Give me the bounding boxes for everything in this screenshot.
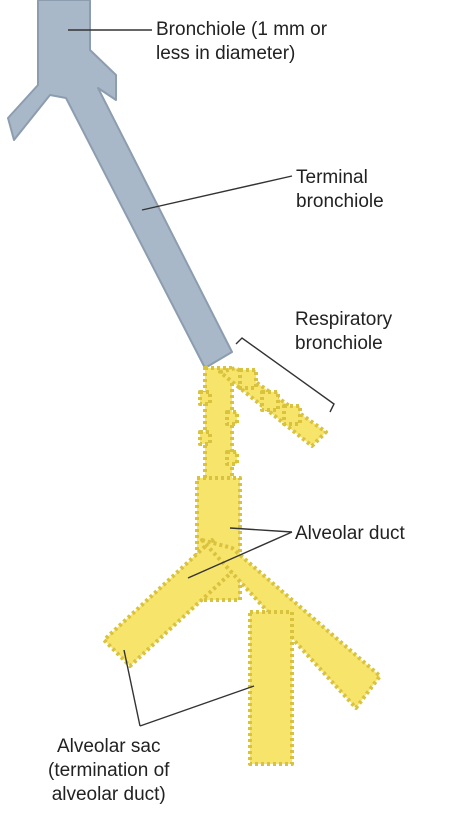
leader-sac-2	[140, 686, 254, 726]
leader-terminal	[142, 176, 292, 210]
label-terminal-line2: bronchiole	[296, 190, 384, 214]
label-sac-line2: (termination of	[48, 759, 169, 783]
label-duct-line1: Alveolar duct	[295, 522, 405, 546]
label-sac-line3: alveolar duct)	[48, 783, 169, 807]
label-terminal-line1: Terminal	[296, 166, 384, 190]
label-sac-line1: Alveolar sac	[48, 735, 169, 759]
label-alveolar-sac: Alveolar sac (termination of alveolar du…	[48, 735, 169, 807]
label-terminal-bronchiole: Terminal bronchiole	[296, 166, 384, 214]
alveolar-structure	[104, 368, 380, 764]
label-bronchiole-line2: less in diameter)	[156, 42, 327, 66]
label-respiratory-bronchiole: Respiratory bronchiole	[295, 308, 392, 356]
label-respiratory-line1: Respiratory	[295, 308, 392, 332]
label-respiratory-line2: bronchiole	[295, 332, 392, 356]
label-alveolar-duct: Alveolar duct	[295, 522, 405, 546]
label-bronchiole-line1: Bronchiole (1 mm or	[156, 18, 327, 42]
label-bronchiole: Bronchiole (1 mm or less in diameter)	[156, 18, 327, 66]
